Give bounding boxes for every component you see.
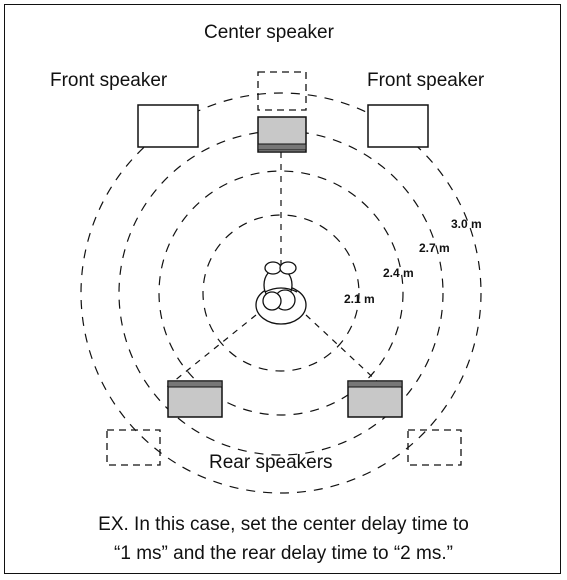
front-speaker-left-label: Front speaker — [50, 70, 168, 91]
distance-circle-2.1m — [202, 214, 360, 372]
caption-line-1: EX. In this case, set the center delay t… — [98, 514, 469, 535]
distance-circle-2.4m — [158, 170, 404, 416]
distance-label-2.4m: 2.4 m — [383, 266, 414, 280]
rear-speaker-left-alt-position — [106, 429, 161, 466]
listener-icon — [255, 261, 307, 325]
center-speaker-label: Center speaker — [204, 22, 334, 43]
diagram-frame — [4, 4, 561, 574]
distance-circle-3.0m — [80, 92, 482, 494]
distance-label-2.1m: 2.1 m — [344, 292, 375, 306]
distance-label-3.0m: 3.0 m — [451, 217, 482, 231]
center-speaker-alt-position — [257, 71, 307, 111]
rear-speakers-label: Rear speakers — [209, 452, 333, 473]
rear-speaker-left-stripe — [167, 380, 223, 388]
front-speaker-left — [137, 104, 199, 148]
rear-speaker-right-stripe — [347, 380, 403, 388]
distance-circle-2.7m — [118, 130, 444, 456]
front-speaker-right-label: Front speaker — [367, 70, 485, 91]
rear-left-guide-line — [162, 314, 257, 391]
caption-line-2: “1 ms” and the rear delay time to “2 ms.… — [114, 543, 453, 564]
rear-right-guide-line — [305, 314, 381, 385]
rear-speaker-right-alt-position — [407, 429, 462, 466]
center-speaker-stripe — [257, 143, 307, 151]
front-speaker-right — [367, 104, 429, 148]
distance-label-2.7m: 2.7 m — [419, 241, 450, 255]
